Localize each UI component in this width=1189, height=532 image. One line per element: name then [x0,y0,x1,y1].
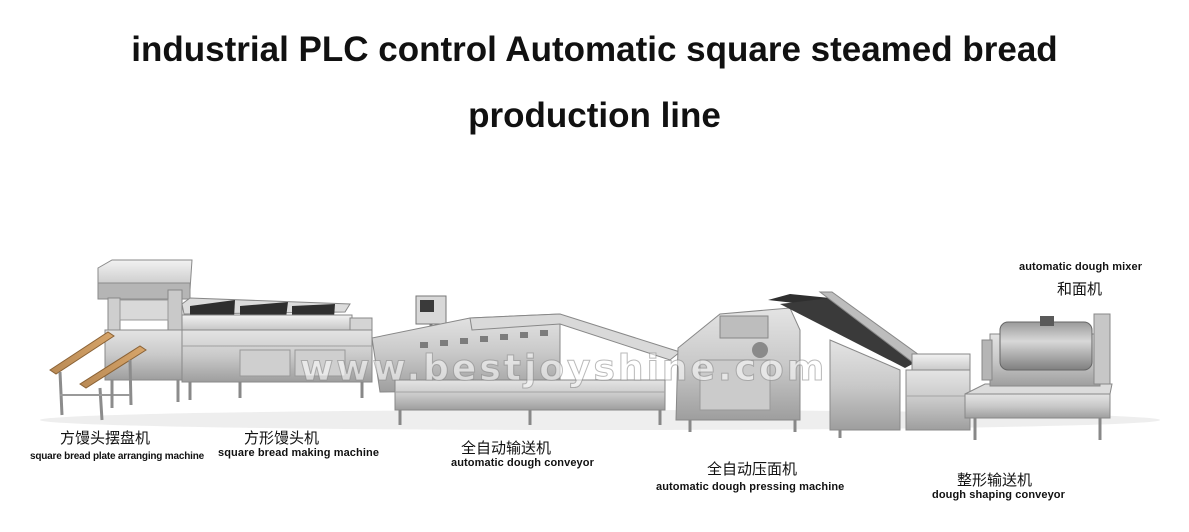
label-zh-dough-conveyor: 全自动输送机 [461,439,552,457]
automatic-dough-conveyor [371,295,682,425]
label-en-dough-pressing: automatic dough pressing machine [656,481,845,493]
watermark: www.bestjoyshine.com [299,348,828,390]
label-en-dough-mixer: automatic dough mixer [1019,261,1143,273]
dough-mixer [981,313,1111,387]
label-en-shaping-conveyor: dough shaping conveyor [932,489,1065,501]
page-title-line-1: industrial PLC control Automatic square … [131,30,1058,69]
plate-arranging-machine [49,259,193,421]
page-title-line-2: production line [468,96,721,135]
dough-pressing-machine [675,291,928,438]
label-en-dough-conveyor: automatic dough conveyor [451,457,594,469]
label-zh-shaping-conveyor: 整形输送机 [957,471,1033,489]
label-zh-plate-arranging: 方馒头摆盘机 [60,429,151,447]
square-bread-making-machine [181,297,373,400]
label-zh-dough-pressing: 全自动压面机 [707,460,798,478]
label-en-bread-making: square bread making machine [218,447,380,459]
label-zh-bread-making: 方形馒头机 [244,429,320,447]
label-zh-dough-mixer: 和面机 [1057,280,1103,298]
label-en-plate-arranging: square bread plate arranging machine [30,451,204,462]
